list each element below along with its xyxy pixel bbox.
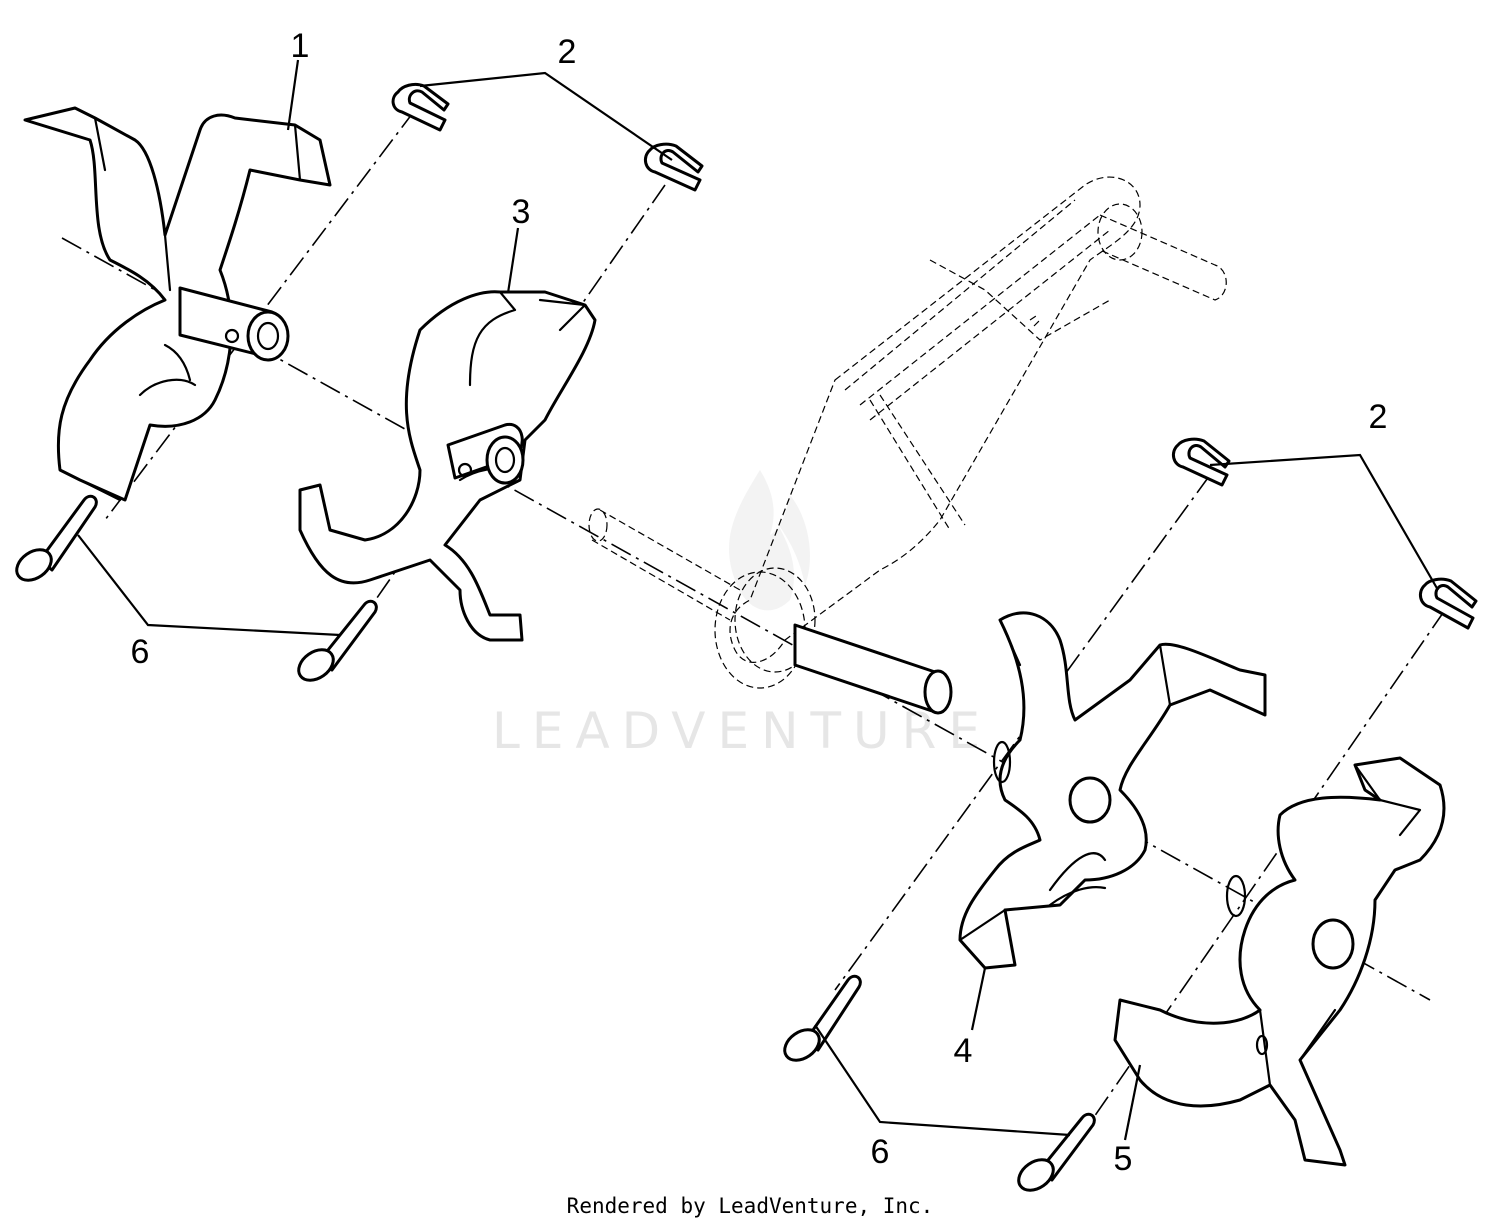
clevis-pin-3 — [783, 974, 862, 1062]
callout-part-2-top: 2 — [558, 33, 577, 71]
tine-outer-left — [23, 106, 332, 502]
watermark-flame-icon — [729, 470, 810, 611]
callout-part-2-right: 2 — [1369, 398, 1388, 436]
callout-part-4: 4 — [954, 1032, 973, 1070]
leader-lines — [77, 59, 1439, 1141]
clevis-pin-4 — [1017, 1112, 1096, 1192]
tine-inner-left — [298, 290, 597, 642]
callout-part-6-bottom: 6 — [871, 1133, 890, 1171]
hairpin-clip-3 — [1171, 437, 1231, 487]
tine-outer-right — [1113, 756, 1446, 1167]
clevis-pin-2 — [297, 599, 378, 682]
hairpin-clip-2 — [643, 142, 704, 192]
callout-part-5: 5 — [1114, 1140, 1133, 1178]
callout-part-3: 3 — [512, 193, 531, 231]
callout-part-6-left: 6 — [131, 633, 150, 671]
output-shaft — [793, 623, 953, 715]
tine-inner-right — [958, 611, 1267, 970]
callout-part-1: 1 — [291, 27, 310, 65]
hairpin-clip-1 — [391, 82, 450, 132]
hairpin-clip-4 — [1418, 577, 1478, 630]
rotor-shaft-assembly — [588, 176, 1227, 689]
centerlines — [61, 109, 1446, 1131]
clevis-pin-1 — [15, 494, 98, 582]
credit-text: Rendered by LeadVenture, Inc. — [567, 1194, 934, 1218]
watermark-text: LEADVENTURE — [492, 702, 992, 760]
